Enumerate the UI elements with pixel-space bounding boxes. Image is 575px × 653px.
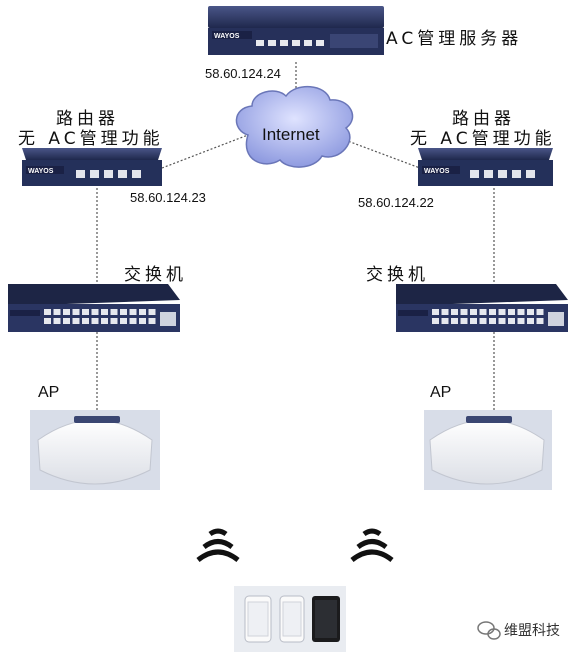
switch-port	[432, 318, 439, 324]
internet-cloud	[235, 86, 354, 168]
switch-port	[527, 309, 534, 315]
switch-port	[44, 318, 51, 324]
watermark-text: 维盟科技	[504, 623, 560, 639]
switch-right-device	[396, 284, 568, 332]
switch-port	[139, 318, 146, 324]
switch-left-label: 交换机	[124, 265, 187, 285]
switch-port	[489, 318, 496, 324]
switch-port	[101, 309, 108, 315]
switch-port	[479, 318, 487, 324]
switch-port	[441, 309, 449, 315]
switch-port	[101, 318, 108, 324]
switch-port	[82, 318, 89, 324]
svg-text:WAYOS: WAYOS	[424, 168, 450, 175]
switch-port	[460, 318, 468, 324]
connection-links	[96, 62, 495, 420]
switch-port	[479, 309, 487, 315]
link-router-right-internet	[344, 139, 421, 169]
switch-port	[441, 318, 449, 324]
wifi-signal-right-icon	[350, 528, 394, 563]
switch-port	[460, 309, 468, 315]
switch-port	[120, 318, 127, 324]
switch-port	[508, 318, 515, 324]
switch-port	[110, 318, 118, 324]
switch-port	[82, 309, 89, 315]
switch-port	[527, 318, 534, 324]
switch-port	[148, 309, 156, 315]
svg-text:WAYOS: WAYOS	[214, 33, 240, 40]
switch-port	[508, 309, 515, 315]
switch-left-device	[8, 284, 180, 332]
ap-right-label: AP	[430, 384, 452, 401]
switch-port	[120, 309, 127, 315]
switch-port	[139, 309, 146, 315]
switch-port	[432, 309, 439, 315]
switch-port	[148, 318, 156, 324]
switch-port	[63, 318, 70, 324]
switch-port	[451, 309, 458, 315]
router-right-ip: 58.60.124.22	[358, 195, 434, 210]
ac-server-label: AC管理服务器	[386, 29, 523, 49]
router-right-label: 路由器	[452, 109, 515, 129]
router-left-device: WAYOS	[22, 148, 162, 186]
switch-port	[470, 318, 477, 324]
switch-port	[91, 318, 99, 324]
router-right-device: WAYOS	[418, 148, 553, 186]
switch-port	[72, 318, 80, 324]
svg-text:WAYOS: WAYOS	[28, 168, 54, 175]
switch-port	[470, 309, 477, 315]
internet-label: Internet	[262, 125, 320, 144]
switch-port	[451, 318, 458, 324]
wechat-logo-icon	[477, 621, 501, 640]
router-left-label: 路由器	[56, 109, 119, 129]
router-left-ip: 58.60.124.23	[130, 190, 206, 205]
switch-port	[517, 309, 525, 315]
switch-port	[129, 309, 137, 315]
mobile-devices	[234, 586, 346, 652]
ac-server-ip: 58.60.124.24	[205, 66, 281, 81]
link-router-left-internet	[161, 134, 249, 169]
ap-left-label: AP	[38, 384, 60, 401]
switch-port	[536, 309, 544, 315]
switch-port	[536, 318, 544, 324]
switch-port	[498, 309, 506, 315]
switch-port	[91, 309, 99, 315]
switch-port	[53, 318, 61, 324]
switch-port	[489, 309, 496, 315]
switch-port	[53, 309, 61, 315]
switch-port	[110, 309, 118, 315]
switch-port	[72, 309, 80, 315]
switch-port	[517, 318, 525, 324]
switch-port	[129, 318, 137, 324]
router-right-sublabel: 无 AC管理功能	[410, 129, 556, 149]
switch-port	[498, 318, 506, 324]
switch-right-label: 交换机	[366, 265, 429, 285]
ac-server-device: WAYOS	[208, 6, 384, 55]
wifi-signal-left-icon	[196, 528, 240, 563]
switch-port	[63, 309, 70, 315]
switch-port	[44, 309, 51, 315]
router-left-sublabel: 无 AC管理功能	[18, 129, 164, 149]
ap-right-device	[424, 410, 552, 490]
ap-left-device	[30, 410, 160, 490]
